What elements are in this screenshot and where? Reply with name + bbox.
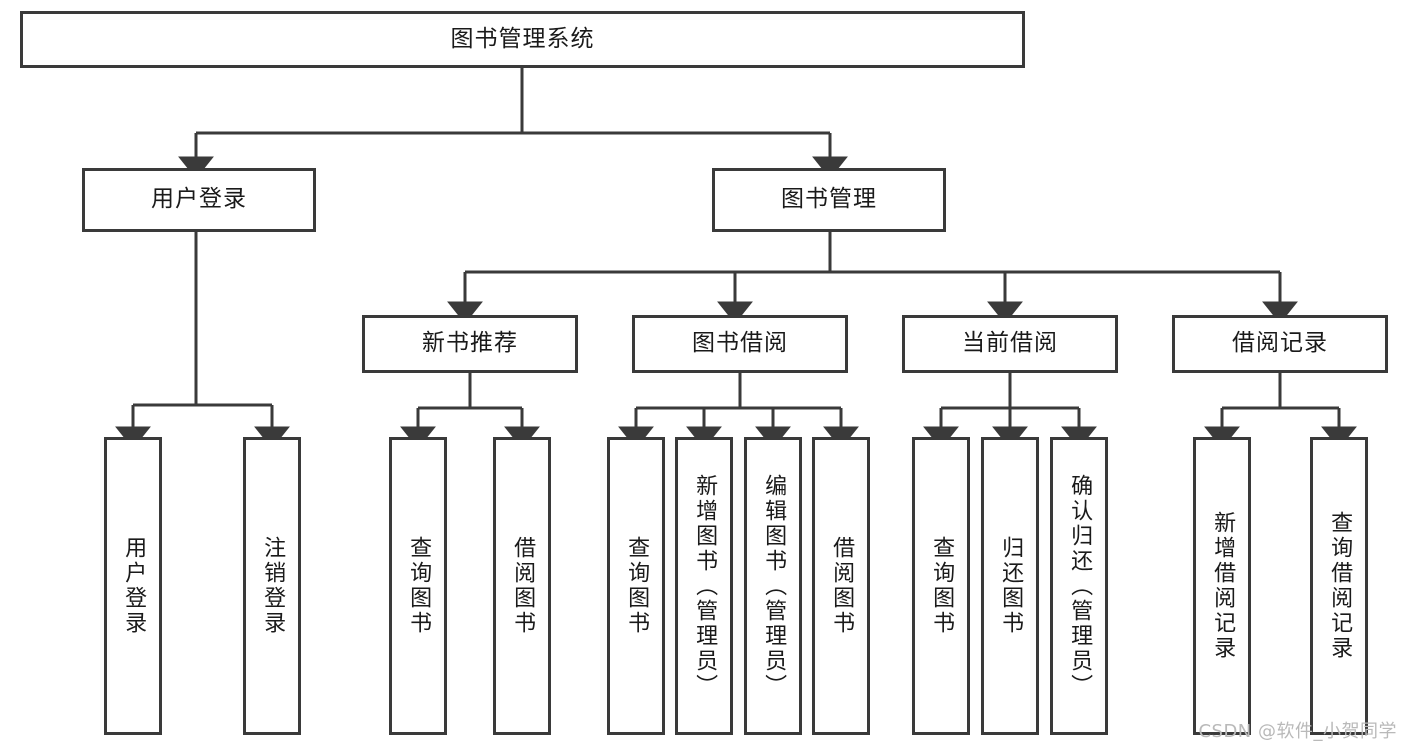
node-user-login[interactable]: 用户登录: [82, 168, 316, 232]
leaf-user-login-login-label: 用户登录: [121, 536, 147, 636]
leaf-current-query-label: 查询图书: [929, 536, 955, 636]
leaf-new-books-query-label: 查询图书: [406, 536, 432, 636]
leaf-current-query[interactable]: 查询图书: [912, 437, 970, 735]
node-borrow-records[interactable]: 借阅记录: [1172, 315, 1388, 373]
leaf-borrow-borrow-book[interactable]: 借阅图书: [812, 437, 870, 735]
node-root[interactable]: 图书管理系统: [20, 11, 1025, 68]
leaf-current-confirm-return-admin[interactable]: 确认归还（管理员）: [1050, 437, 1108, 735]
leaf-records-add[interactable]: 新增借阅记录: [1193, 437, 1251, 735]
leaf-records-add-label: 新增借阅记录: [1210, 511, 1236, 661]
node-borrow-records-label: 借阅记录: [1232, 330, 1328, 357]
leaf-user-login-logout-label: 注销登录: [260, 536, 286, 636]
leaf-borrow-add-book-admin[interactable]: 新增图书（管理员）: [675, 437, 733, 735]
leaf-new-books-borrow[interactable]: 借阅图书: [493, 437, 551, 735]
node-user-login-label: 用户登录: [151, 186, 247, 213]
leaf-new-books-borrow-label: 借阅图书: [510, 536, 536, 636]
node-current-borrow[interactable]: 当前借阅: [902, 315, 1118, 373]
node-book-management-label: 图书管理: [781, 186, 877, 213]
leaf-new-books-query[interactable]: 查询图书: [389, 437, 447, 735]
leaf-current-confirm-return-admin-label: 确认归还（管理员）: [1067, 473, 1093, 699]
leaf-borrow-query-label: 查询图书: [624, 536, 650, 636]
leaf-borrow-edit-book-admin-label: 编辑图书（管理员）: [761, 473, 787, 699]
node-new-book-recommend[interactable]: 新书推荐: [362, 315, 578, 373]
leaf-borrow-query[interactable]: 查询图书: [607, 437, 665, 735]
node-root-label: 图书管理系统: [450, 25, 595, 52]
node-book-borrow[interactable]: 图书借阅: [632, 315, 848, 373]
leaf-records-query-label: 查询借阅记录: [1327, 511, 1353, 661]
leaf-user-login-login[interactable]: 用户登录: [104, 437, 162, 735]
leaf-borrow-edit-book-admin[interactable]: 编辑图书（管理员）: [744, 437, 802, 735]
leaf-user-login-logout[interactable]: 注销登录: [243, 437, 301, 735]
leaf-borrow-add-book-admin-label: 新增图书（管理员）: [692, 473, 718, 699]
node-new-book-recommend-label: 新书推荐: [422, 330, 518, 357]
node-book-management[interactable]: 图书管理: [712, 168, 946, 232]
leaf-borrow-borrow-book-label: 借阅图书: [829, 536, 855, 636]
leaf-records-query[interactable]: 查询借阅记录: [1310, 437, 1368, 735]
watermark: CSDN @软件_小贺同学: [1198, 721, 1397, 742]
leaf-current-return-label: 归还图书: [998, 536, 1024, 636]
leaf-current-return[interactable]: 归还图书: [981, 437, 1039, 735]
node-current-borrow-label: 当前借阅: [962, 330, 1058, 357]
node-book-borrow-label: 图书借阅: [692, 330, 788, 357]
